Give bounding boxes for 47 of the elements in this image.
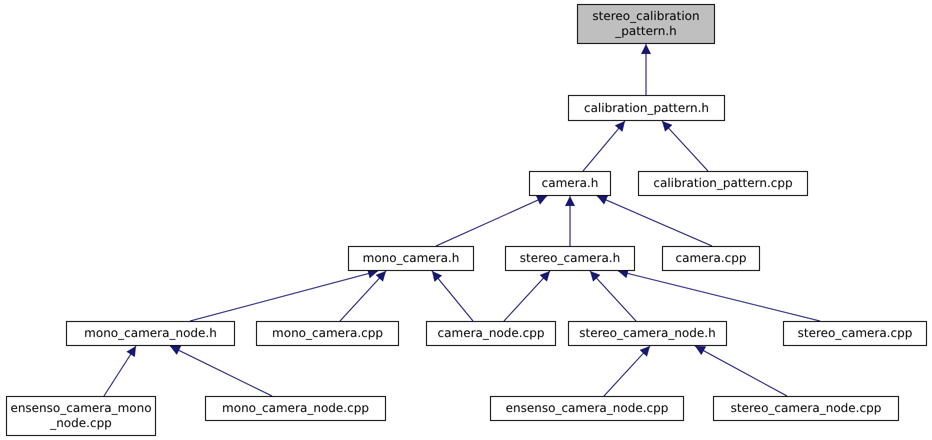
- file-box: [568, 321, 727, 346]
- file-name: camera.cpp: [676, 251, 746, 266]
- file-name: stereo_camera.h: [520, 251, 620, 266]
- arrow: [582, 120, 626, 172]
- file-name: ensenso_camera_node.cpp: [506, 401, 668, 416]
- file-name: stereo_camera_node.cpp: [730, 401, 882, 416]
- file-box: [638, 171, 808, 196]
- file-box: [568, 95, 725, 121]
- file-name: ensenso_camera_mono _node.cpp: [9, 401, 153, 431]
- arrow: [565, 196, 575, 246]
- arrow: [104, 346, 136, 396]
- file-name: stereo_camera.cpp: [798, 326, 912, 341]
- file-box: [713, 396, 899, 421]
- file-name: stereo_calibration _pattern.h: [591, 9, 701, 39]
- file-name: calibration_pattern.h: [584, 100, 710, 116]
- arrow: [340, 270, 386, 322]
- arrow: [590, 270, 636, 322]
- file-name: calibration_pattern.cpp: [653, 176, 793, 191]
- file-box: [505, 246, 635, 271]
- arrow: [604, 346, 650, 396]
- file-box: [426, 321, 556, 346]
- file-box: [66, 321, 235, 346]
- file-name: stereo_camera_node.h: [579, 326, 716, 341]
- file-name: mono_camera_node.h: [84, 326, 217, 341]
- arrow: [504, 270, 550, 322]
- file-box: [783, 321, 927, 346]
- arrow: [662, 120, 708, 172]
- arrow: [432, 270, 474, 322]
- file-box: [662, 246, 760, 271]
- arrow: [694, 346, 788, 396]
- arrow: [190, 268, 378, 322]
- arrow: [436, 196, 548, 246]
- file-box: [348, 246, 474, 271]
- arrow: [641, 44, 651, 96]
- file-box: [577, 4, 715, 44]
- file-name: camera.h: [542, 176, 598, 191]
- arrow: [618, 268, 820, 322]
- file-name: mono_camera.h: [362, 251, 460, 266]
- file-name: camera_node.cpp: [438, 326, 544, 341]
- file-box: [205, 396, 386, 421]
- arrow: [596, 195, 712, 246]
- file-box: [490, 396, 684, 421]
- file-name: mono_camera_node.cpp: [222, 401, 369, 416]
- file-box: [256, 321, 399, 346]
- file-box: [529, 171, 611, 196]
- file-name: mono_camera.cpp: [272, 326, 383, 341]
- arrow: [170, 346, 272, 396]
